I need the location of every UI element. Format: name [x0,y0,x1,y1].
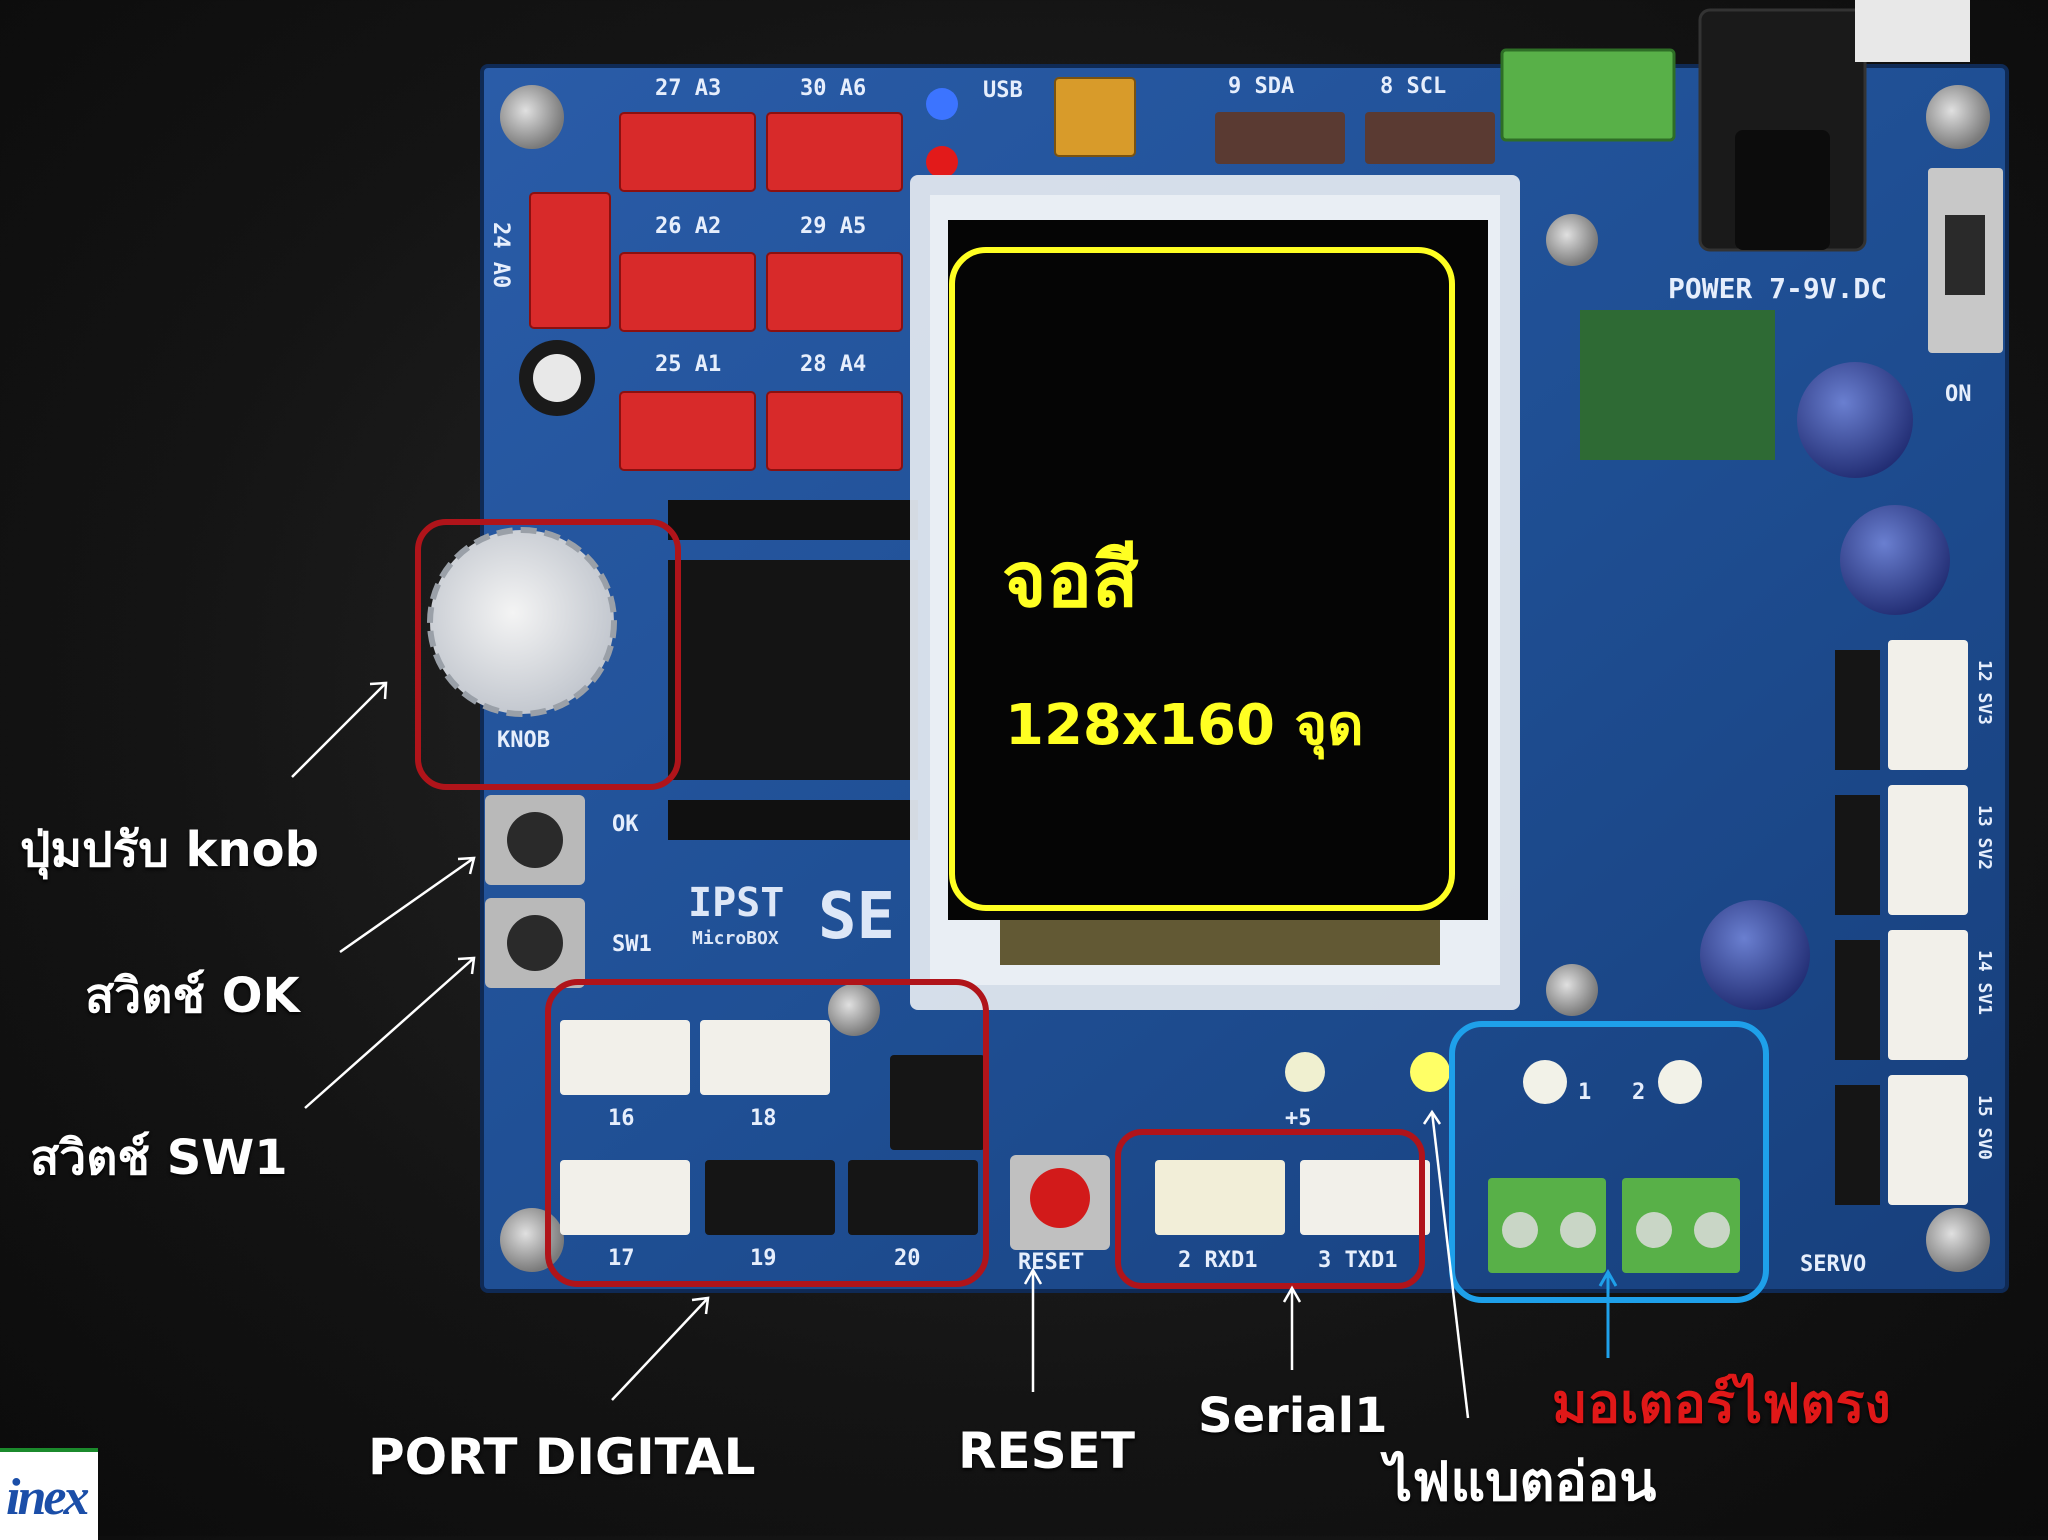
silk-sda: 9 SDA [1228,74,1295,99]
silk-usb: USB [983,78,1023,103]
knob-shape [427,527,617,717]
label-serial1: Serial1 [1198,1388,1388,1444]
silk-knob: KNOB [497,728,550,753]
screw-top-left [500,85,564,149]
label-dc-motor: มอเตอร์ไฟตรง [1552,1372,1891,1435]
silk-a5: 29 A5 [800,214,867,239]
silk-rxd1: 2 RXD1 [1178,1248,1258,1273]
screw-mid-left [828,984,880,1036]
silk-a2: 26 A2 [655,214,722,239]
power-terminal-green [1500,48,1676,142]
silk-brand-main: IPST [688,880,785,926]
servo-connectors [1888,640,1968,1205]
digital-ports [560,1020,985,1235]
serial1-highlight-box [1115,1129,1425,1289]
silk-on: ON [1945,382,1972,407]
silk-servo: SERVO [1800,1252,1867,1277]
mcu-chip [668,560,918,780]
label-port-digital: PORT DIGITAL [368,1428,756,1486]
arrow-knob [291,682,387,778]
screw-bottom-right [1926,1208,1990,1272]
arrow-switch-sw1 [304,957,475,1109]
silk-reset: RESET [1018,1250,1085,1275]
silk-txd1: 3 TXD1 [1318,1248,1398,1273]
screw-top-right [1926,85,1990,149]
silk-power: POWER 7-9V.DC [1668,272,1888,305]
motor-terminal-1 [1488,1178,1606,1273]
silk-ok: OK [612,812,639,837]
lcd-highlight-frame [949,247,1455,911]
silk-brand-sub: MicroBOX [692,928,779,949]
silk-sv3: 12 SV3 [1974,660,1995,726]
label-knob: ปุ่มปรับ knob [20,822,319,878]
knob-highlight-box [415,519,681,790]
port-digital-highlight-box [545,979,989,1287]
silk-sv0: 15 SV0 [1974,1095,1995,1161]
silk-port16: 16 [608,1106,635,1131]
silk-sw1: SW1 [612,932,652,957]
silk-brand-se: SE [818,880,896,954]
screw-mid-right [1546,964,1598,1016]
lcd-resolution: 128x160 จุด [1005,693,1364,758]
silk-motor-1: 1 [1578,1080,1592,1105]
silk-port19: 19 [750,1246,777,1271]
silk-port18: 18 [750,1106,777,1131]
label-battery-low: ไฟแบตอ่อน [1385,1450,1657,1513]
silk-port17: 17 [608,1246,635,1271]
inex-logo: inex [0,1448,98,1540]
arrow-battery-low [1430,1111,1470,1419]
arrow-port-digital [611,1297,709,1401]
lcd-screen [948,220,1488,920]
silk-a0: 24 A0 [488,222,513,289]
usb-connector [1054,77,1136,157]
label-switch-ok: สวิตช์ OK [85,968,300,1024]
motor-terminal-2 [1622,1178,1740,1273]
silk-sv2: 13 SV2 [1974,805,1995,871]
silk-scl: 8 SCL [1380,74,1447,99]
silk-motor-2: 2 [1632,1080,1646,1105]
label-switch-sw1: สวิตช์ SW1 [30,1130,288,1186]
silk-a3: 27 A3 [655,76,722,101]
screw-bottom-left [500,1208,564,1272]
silk-plus5: +5 [1285,1106,1312,1131]
silk-a4: 28 A4 [800,352,867,377]
silk-port20: 20 [894,1246,921,1271]
analog-connectors [529,112,903,471]
label-reset: RESET [958,1422,1135,1480]
arrow-switch-ok [339,856,475,954]
lcd-title: จอสี [1002,535,1139,624]
silk-a1: 25 A1 [655,352,722,377]
inex-logo-text: inex [6,1469,89,1526]
silk-a6: 30 A6 [800,76,867,101]
silk-sv1: 14 SV1 [1974,950,1995,1016]
